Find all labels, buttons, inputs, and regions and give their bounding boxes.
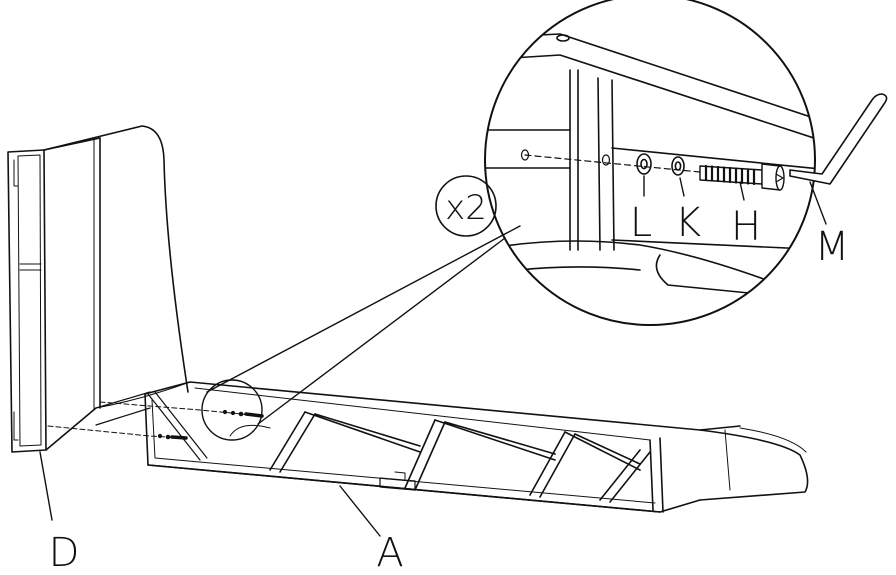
lock-washer-icon [671, 156, 685, 176]
magnified-detail [484, 0, 888, 326]
detail-marker [201, 225, 521, 441]
label-a: A [376, 530, 403, 575]
headboard-part-d [7, 125, 189, 453]
flat-washer-icon [636, 153, 652, 175]
label-d: D [49, 530, 80, 575]
quantity-label: x2 [445, 188, 487, 228]
label-k: K [675, 200, 701, 246]
alignment-lines-main [47, 401, 264, 440]
magnifier-circle [484, 0, 816, 326]
leader-lines [39, 175, 827, 537]
allen-key-icon [789, 93, 888, 185]
bolt-icon [699, 163, 785, 191]
label-l: L [630, 200, 652, 246]
bed-frame-part-a [95, 381, 809, 513]
label-h: H [731, 204, 761, 250]
quantity-badge: x2 [435, 175, 497, 237]
label-m: M [815, 224, 850, 270]
